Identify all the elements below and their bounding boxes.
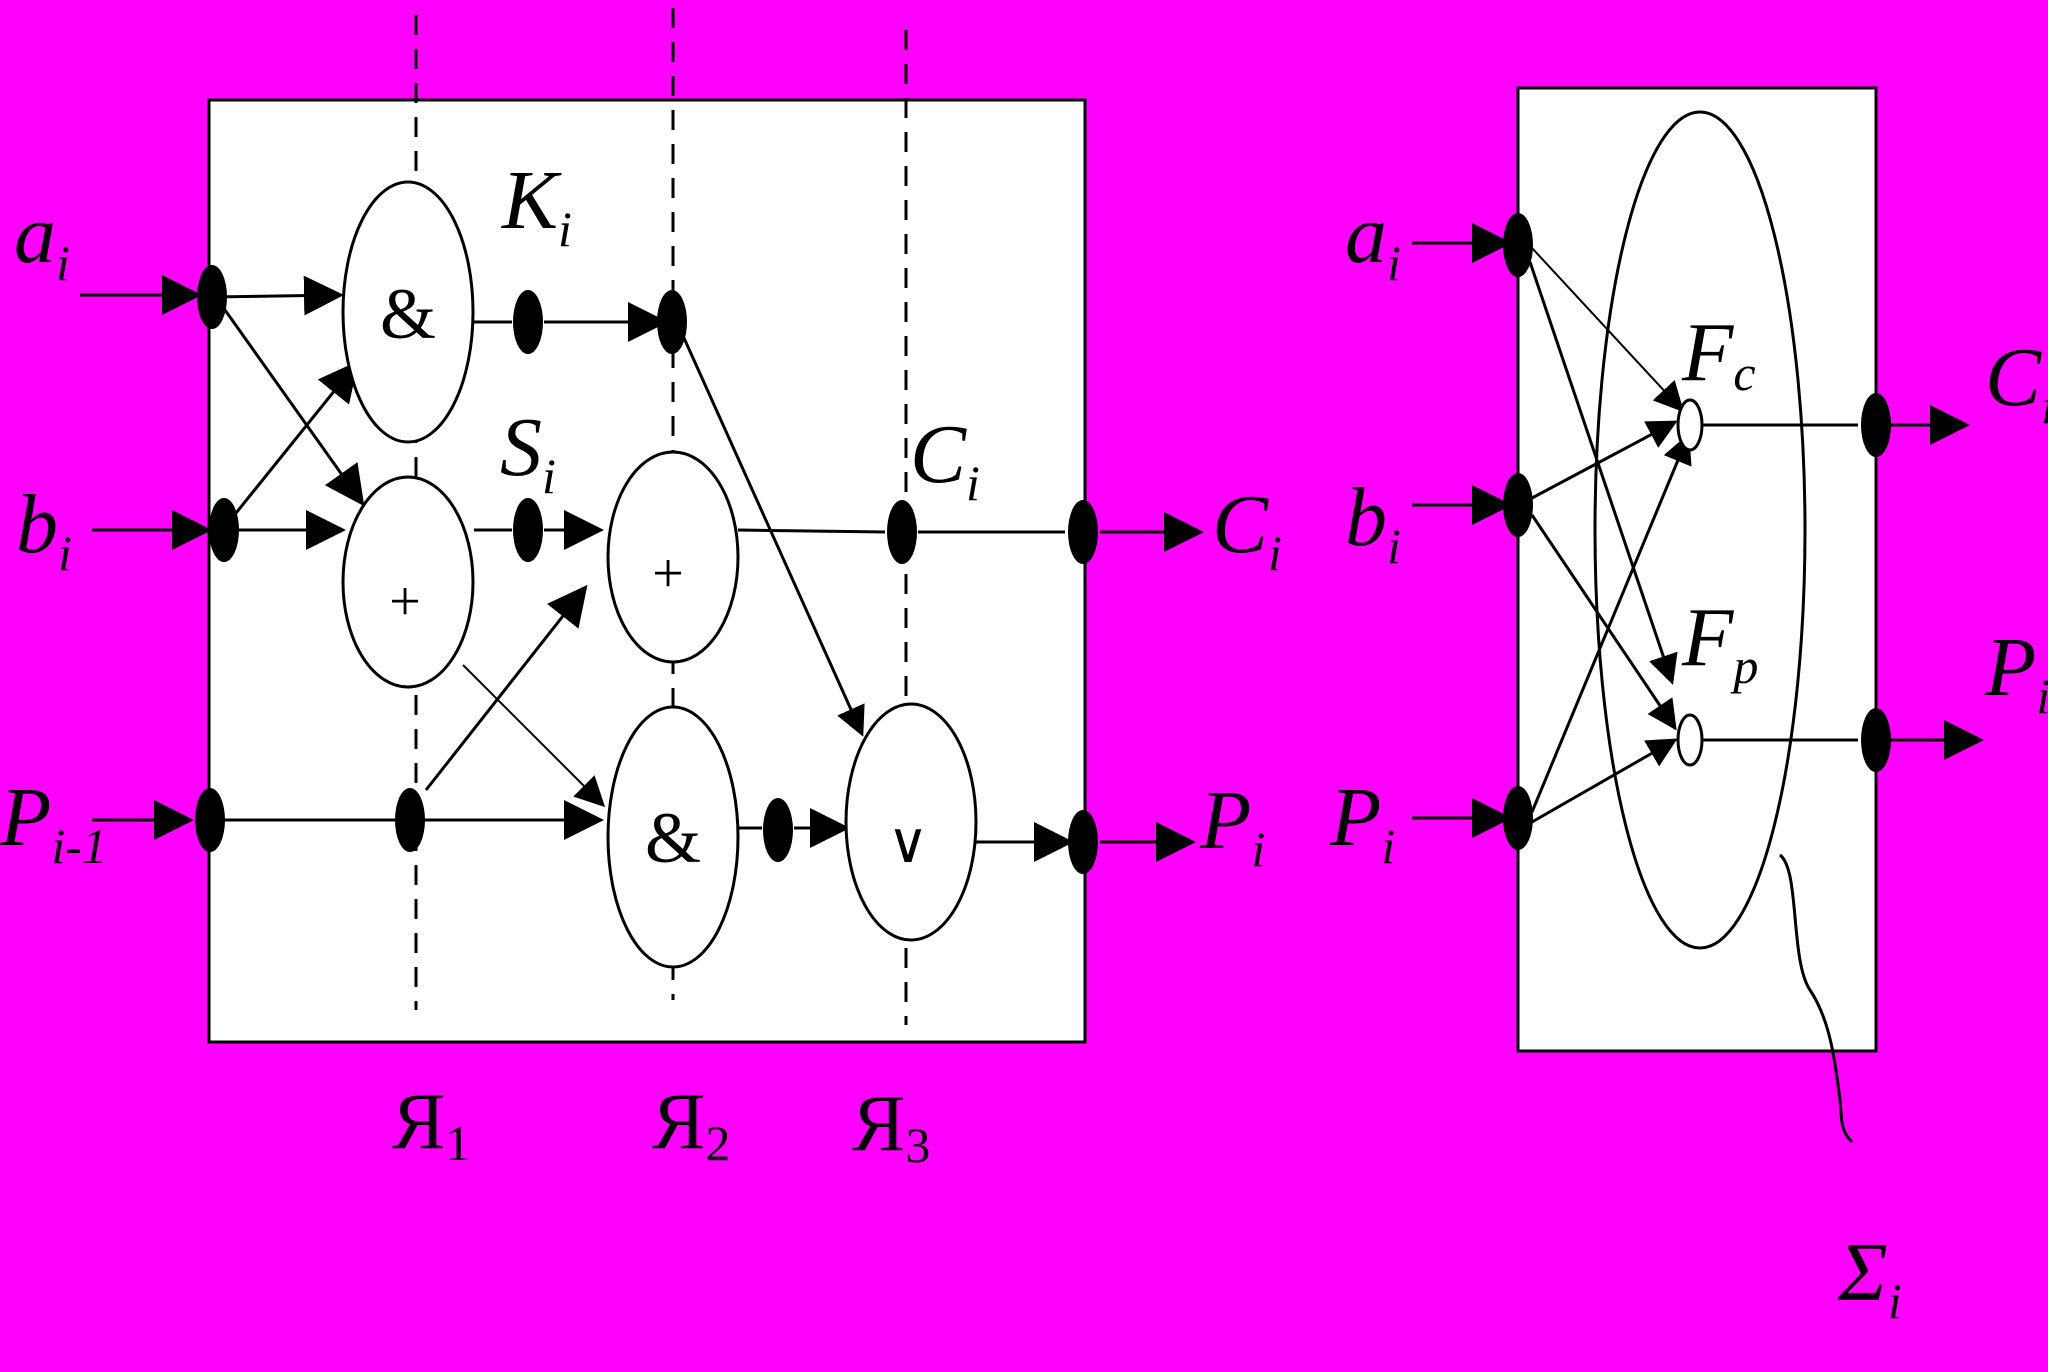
sigma-label: Σi xyxy=(1837,1226,1902,1329)
wire-b-and1 xyxy=(230,360,359,519)
and-gate-1 xyxy=(341,180,475,444)
label-b-in: bi xyxy=(16,478,72,581)
right-label-p-in: Pi xyxy=(1329,771,1395,874)
label-p-out: Pi xyxy=(1199,774,1265,877)
node-and2-out xyxy=(763,798,793,862)
right-block xyxy=(1516,86,1878,1053)
label-k: Ki xyxy=(501,154,572,257)
layer-3-label: Я3 xyxy=(852,1080,930,1173)
wire-p-xor2 xyxy=(424,584,588,791)
node-k xyxy=(513,290,543,354)
label-a-in: ai xyxy=(14,188,70,291)
node-s xyxy=(513,498,543,562)
xor-gate-1 xyxy=(341,475,475,689)
sigma-leader xyxy=(1778,853,1854,1144)
and-gate-2 xyxy=(606,705,740,969)
label-s: Si xyxy=(500,401,556,504)
wire-a-and1 xyxy=(211,275,344,316)
wire-k-or xyxy=(682,337,865,737)
right-adder-diagram: ai bi Pi Fc Fp Ci Pi Σi xyxy=(1329,86,2048,1329)
and-gate-2-symbol: & xyxy=(645,798,701,878)
node-p-layer1 xyxy=(395,788,425,852)
right-node-c-out xyxy=(1861,393,1891,457)
xor-gate-1-symbol: + xyxy=(389,571,421,633)
layer-2-label: Я2 xyxy=(652,1078,730,1171)
right-label-b-in: bi xyxy=(1345,471,1401,574)
right-node-p xyxy=(1503,786,1533,850)
fp-node xyxy=(1676,713,1704,767)
wire-s-and2 xyxy=(462,664,606,808)
right-label-p-out: Pi xyxy=(1984,621,2048,724)
node-p-out xyxy=(1068,810,1098,874)
node-c xyxy=(887,500,917,564)
right-wire-p-fp xyxy=(1531,738,1678,824)
sigma-ellipse xyxy=(1593,110,1807,950)
and-gate-1-symbol: & xyxy=(380,274,436,354)
layer-1-label: Я1 xyxy=(392,1078,470,1171)
right-node-p-out xyxy=(1861,708,1891,772)
label-fc: Fc xyxy=(1681,306,1756,401)
right-wire-b-fc xyxy=(1531,420,1678,500)
label-fp: Fp xyxy=(1681,591,1758,694)
xor-gate-2 xyxy=(606,450,740,664)
right-node-a xyxy=(1503,213,1533,277)
node-p-in xyxy=(195,788,225,852)
node-k-layer2 xyxy=(657,290,687,354)
label-c-out: Ci xyxy=(1212,478,1282,581)
right-wire-p-fc xyxy=(1530,433,1692,813)
xor-gate-2-symbol: + xyxy=(652,543,684,605)
or-gate-symbol: ∨ xyxy=(888,813,929,875)
fc-node xyxy=(1676,398,1704,452)
label-c-internal: Ci xyxy=(910,408,980,511)
wire-a-xor1 xyxy=(223,309,365,507)
left-adder-diagram: & + + & ∨ ai bi Pi-1 Ki Si Ci Ci Pi Я1 Я… xyxy=(0,8,1282,1173)
node-a-in xyxy=(197,265,227,329)
right-label-a-in: ai xyxy=(1345,188,1401,291)
right-node-b xyxy=(1503,473,1533,537)
or-gate xyxy=(844,702,978,942)
right-wire-b-fp xyxy=(1530,514,1677,731)
label-p-in: Pi-1 xyxy=(0,771,107,874)
right-label-c-out: Ci xyxy=(1985,331,2048,434)
wire-xor2-c xyxy=(737,528,886,534)
right-wire-a-fc xyxy=(1531,247,1685,413)
node-c-out xyxy=(1068,500,1098,564)
node-b-in xyxy=(209,498,239,562)
right-wire-a-fp xyxy=(1528,261,1678,685)
